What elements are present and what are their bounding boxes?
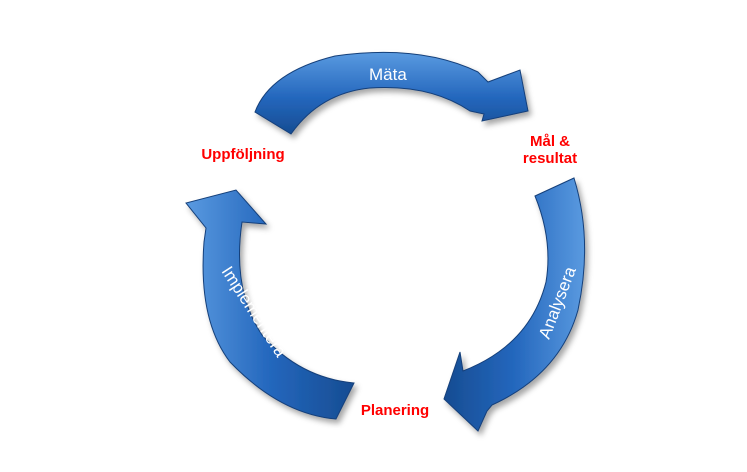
stage-label-mal-line1: Mål & — [529, 133, 570, 150]
arrow-label-mata: Mäta — [369, 65, 407, 84]
arrow-analysera — [443, 177, 586, 432]
stage-label-uppfoljning: Uppföljning — [201, 146, 285, 163]
stage-label-mal-line2: resultat — [522, 150, 578, 167]
stage-label-mal-resultat: Mål & resultat — [490, 133, 610, 167]
arrow-mata — [254, 51, 529, 135]
stage-label-planering: Planering — [360, 402, 430, 419]
arrow-implementera — [185, 189, 355, 420]
